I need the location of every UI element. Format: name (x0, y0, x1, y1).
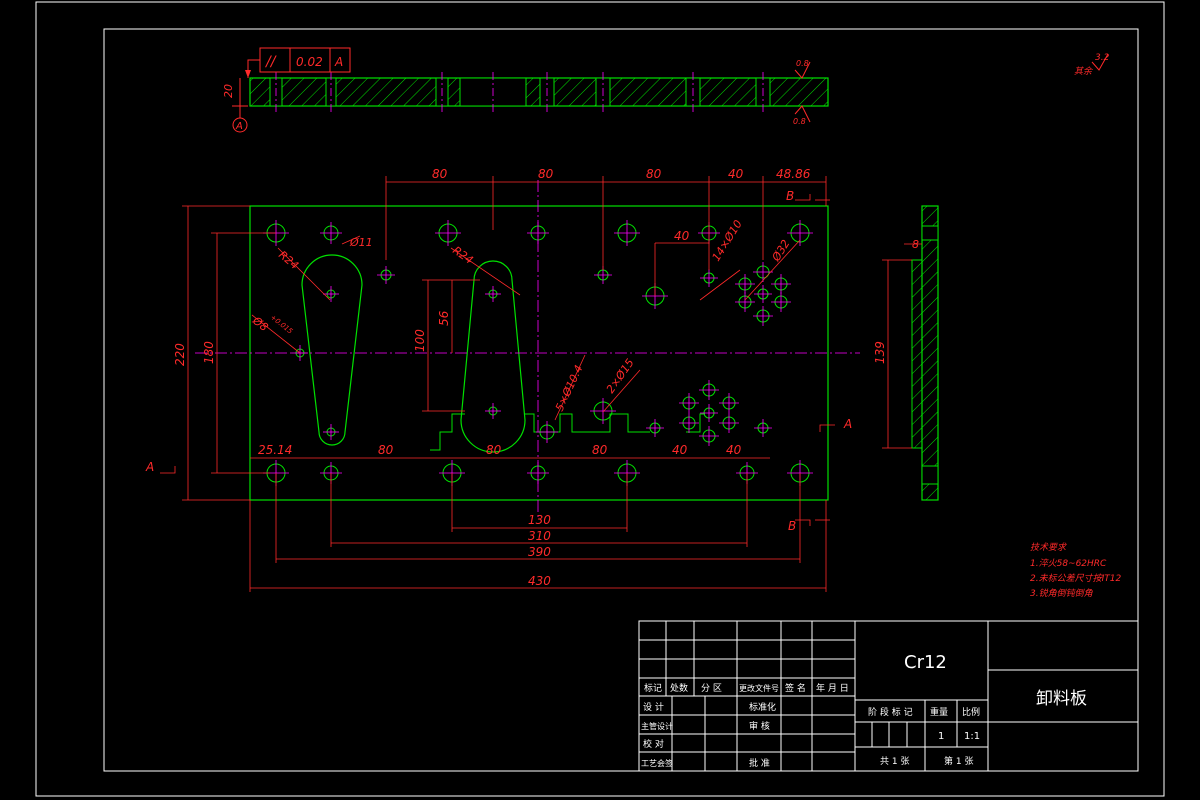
dim-bot-40-1: 40 (672, 443, 688, 457)
dim-130: 130 (528, 513, 551, 527)
tolerance-value: 0.02 (296, 55, 323, 69)
total-sheets: 共 1 张 (880, 756, 909, 767)
top-section-view (249, 72, 829, 112)
title-block (638, 620, 1139, 772)
dim-top-80-2: 80 (538, 167, 554, 181)
sheet-number: 第 1 张 (944, 755, 973, 767)
rev-header-2: 分 区 (701, 683, 722, 694)
stage-mark-label: 阶 段 标 记 (868, 706, 913, 718)
review-label: 审 核 (749, 720, 770, 732)
tolerance-datum: A (334, 55, 343, 69)
roughness-mark-rest: 其余 3.2 (1074, 53, 1110, 77)
check-label: 校 对 (643, 738, 664, 750)
dim-390: 390 (528, 545, 551, 559)
dim-r24-right: R24 (450, 244, 475, 267)
material: Cr12 (904, 652, 947, 673)
plate-plan-view (195, 180, 860, 520)
dim-bot-80-1: 80 (378, 443, 394, 457)
rev-header-4: 签 名 (785, 682, 806, 694)
rev-header-0: 标记 (644, 682, 662, 694)
dim-bot-40-2: 40 (726, 443, 742, 457)
dim-2-holes: 2×Ø15 (604, 356, 637, 395)
svg-text:0.8: 0.8 (796, 59, 809, 68)
rev-header-3: 更改文件号 (739, 683, 779, 693)
section-a-right: A (843, 417, 852, 431)
section-b-top: B (786, 189, 794, 203)
dim-56: 56 (437, 310, 451, 326)
datum-symbol: A (232, 78, 248, 133)
dim-180: 180 (202, 341, 216, 364)
dim-d32: Ø32 (769, 237, 793, 264)
dim-top-40: 40 (728, 167, 744, 181)
dim-r24-left: R24 (276, 248, 301, 272)
dim-14-holes: 14×Ø10 (710, 218, 745, 264)
rev-header-5: 年 月 日 (816, 682, 849, 694)
section-a-left: A (145, 460, 154, 474)
scale-label: 比例 (962, 706, 980, 718)
svg-text:0.8: 0.8 (793, 117, 806, 126)
notes-line-1: 1.淬火58~62HRC (1030, 558, 1107, 569)
notes-line-3: 3.锐角倒钝倒角 (1030, 588, 1094, 599)
svg-text:其余: 其余 (1074, 66, 1093, 77)
process-label: 工艺会签 (641, 758, 673, 768)
dim-bot-25: 25.14 (258, 443, 292, 457)
dim-bot-80-2: 80 (486, 443, 502, 457)
side-section-view: 139 8 (873, 205, 939, 501)
svg-text:3.2: 3.2 (1095, 53, 1110, 63)
dimension-lines (160, 176, 835, 592)
tolerance-frame: // 0.02 A (245, 47, 351, 78)
rev-header-1: 处数 (670, 682, 688, 694)
notes-title: 技术要求 (1030, 542, 1067, 553)
scale-value: 1:1 (964, 731, 980, 742)
dim-slot-hole-tol: +0.015 (269, 313, 295, 336)
dim-inner-40: 40 (674, 229, 690, 243)
approve-label: 批 准 (749, 757, 770, 769)
dim-5-holes: 5×Ø10.4 (553, 363, 586, 413)
standardize-label: 标准化 (749, 701, 776, 713)
thickness-dim: 20 (222, 84, 235, 98)
chief-design-label: 主管设计 (641, 721, 673, 731)
dim-slot-hole: Ø8 (249, 314, 270, 335)
dim-bot-80-3: 80 (592, 443, 608, 457)
weight-label: 重量 (930, 706, 948, 718)
title-block-texts: Cr12 卸料板 标记 处数 分 区 更改文件号 签 名 年 月 日 设 计 标… (641, 652, 1087, 769)
dim-side-8: 8 (912, 238, 919, 251)
technical-notes: 技术要求 1.淬火58~62HRC 2.未标公差尺寸按IT12 3.锐角倒钝倒角 (1030, 542, 1121, 599)
dim-430: 430 (528, 574, 551, 588)
design-label: 设 计 (643, 701, 664, 713)
tolerance-symbol: // (264, 54, 277, 70)
dim-139: 139 (873, 341, 887, 364)
dim-d11: Ø11 (349, 236, 373, 249)
dim-top-80-3: 80 (646, 167, 662, 181)
dimension-texts: 80 80 80 40 48.86 40 220 180 100 56 R24 … (145, 167, 852, 588)
quantity-value: 1 (938, 731, 944, 742)
roughness-mark-top: 0.8 (794, 59, 811, 79)
notes-line-2: 2.未标公差尺寸按IT12 (1030, 573, 1121, 584)
outer-frame (35, 1, 1165, 797)
datum-label: A (235, 121, 243, 132)
inner-frame (103, 28, 1139, 772)
dim-220: 220 (173, 343, 187, 366)
dim-top-80-1: 80 (432, 167, 448, 181)
part-name: 卸料板 (1036, 689, 1087, 709)
slot-right (460, 260, 526, 453)
dim-top-48: 48.86 (776, 167, 811, 181)
roughness-mark-bottom: 0.8 (793, 105, 811, 126)
dim-310: 310 (528, 529, 551, 543)
section-b-bottom: B (788, 519, 796, 533)
slot-left (301, 254, 363, 446)
dim-100: 100 (413, 329, 427, 352)
